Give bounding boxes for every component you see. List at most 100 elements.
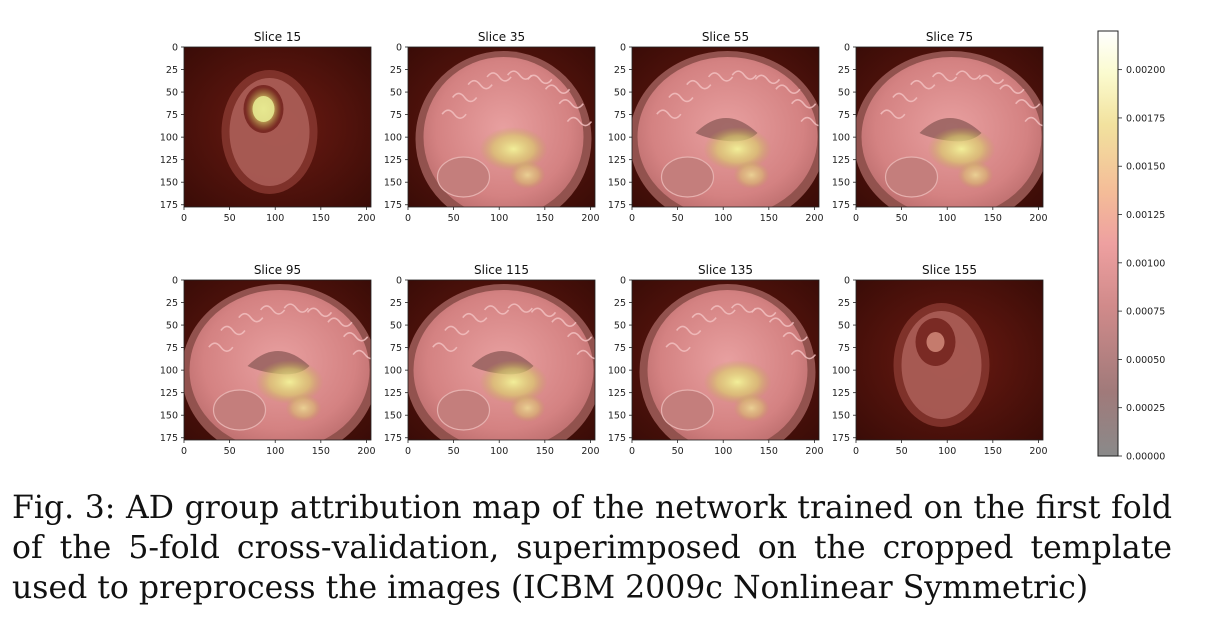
x-tick-label: 0 [853, 446, 859, 457]
y-tick-label: 175 [384, 200, 402, 211]
x-tick-label: 100 [490, 213, 508, 224]
y-tick-label: 0 [620, 276, 626, 287]
x-tick-label: 100 [490, 446, 508, 457]
x-tick-label: 0 [405, 213, 411, 224]
x-tick-label: 0 [181, 446, 187, 457]
x-tick-label: 200 [357, 446, 375, 457]
x-tick-label: 50 [896, 446, 908, 457]
y-tick-label: 50 [390, 88, 402, 99]
x-tick-label: 50 [448, 446, 460, 457]
y-tick-label: 150 [832, 411, 850, 422]
panel-title: Slice 15 [254, 30, 301, 44]
y-tick-label: 150 [384, 411, 402, 422]
y-tick-label: 100 [160, 366, 178, 377]
x-tick-label: 200 [357, 213, 375, 224]
y-tick-label: 0 [620, 43, 626, 54]
x-tick-label: 150 [312, 446, 330, 457]
y-tick-label: 175 [608, 433, 626, 444]
y-tick-label: 125 [608, 155, 626, 166]
x-tick-label: 200 [1029, 446, 1047, 457]
x-tick-label: 0 [181, 213, 187, 224]
colorbar-tick-label: 0.00100 [1126, 258, 1165, 269]
slice-image [184, 280, 371, 440]
x-tick-label: 150 [984, 213, 1002, 224]
y-tick-label: 25 [838, 65, 850, 76]
y-tick-label: 175 [832, 200, 850, 211]
x-tick-label: 100 [938, 446, 956, 457]
y-tick-label: 75 [390, 110, 402, 121]
figure-caption: Fig. 3: AD group attribution map of the … [12, 488, 1172, 608]
y-tick-label: 50 [614, 321, 626, 332]
y-tick-label: 150 [160, 178, 178, 189]
x-tick-label: 150 [536, 213, 554, 224]
y-tick-label: 150 [384, 178, 402, 189]
caption-label: Fig. 3: [12, 490, 116, 526]
x-tick-label: 50 [672, 213, 684, 224]
y-tick-label: 75 [166, 110, 178, 121]
y-tick-label: 150 [832, 178, 850, 189]
x-tick-label: 0 [405, 446, 411, 457]
x-tick-label: 0 [629, 213, 635, 224]
panel-title: Slice 55 [702, 30, 749, 44]
slice-image [408, 280, 595, 440]
x-tick-label: 200 [1029, 213, 1047, 224]
y-tick-label: 125 [384, 155, 402, 166]
colorbar-tick-label: 0.00000 [1126, 452, 1165, 463]
y-tick-label: 150 [608, 411, 626, 422]
x-tick-label: 200 [581, 213, 599, 224]
panel-title: Slice 135 [698, 263, 753, 277]
y-tick-label: 75 [166, 343, 178, 354]
y-tick-label: 50 [838, 321, 850, 332]
slice-image [856, 47, 1043, 207]
x-tick-label: 100 [266, 446, 284, 457]
y-tick-label: 50 [390, 321, 402, 332]
colorbar-tick-label: 0.00175 [1126, 113, 1165, 124]
y-tick-label: 150 [160, 411, 178, 422]
caption-text: AD group attribution map of the network … [12, 490, 1183, 606]
colorbar-tick-label: 0.00050 [1126, 355, 1165, 366]
y-tick-label: 75 [838, 110, 850, 121]
x-tick-label: 150 [760, 446, 778, 457]
x-tick-label: 150 [312, 213, 330, 224]
y-tick-label: 75 [390, 343, 402, 354]
colorbar-tick-label: 0.00150 [1126, 162, 1165, 173]
x-tick-label: 200 [805, 446, 823, 457]
colorbar-tick-label: 0.00025 [1126, 403, 1165, 414]
y-tick-label: 175 [608, 200, 626, 211]
x-tick-label: 50 [896, 213, 908, 224]
colorbar-tick-label: 0.00200 [1126, 65, 1165, 76]
y-tick-label: 50 [166, 88, 178, 99]
y-tick-label: 25 [166, 65, 178, 76]
y-tick-label: 25 [614, 298, 626, 309]
y-tick-label: 100 [160, 133, 178, 144]
x-tick-label: 100 [266, 213, 284, 224]
slice-image [856, 280, 1043, 440]
y-tick-label: 175 [160, 200, 178, 211]
x-tick-label: 150 [984, 446, 1002, 457]
x-tick-label: 100 [938, 213, 956, 224]
slice-image [632, 47, 819, 207]
y-tick-label: 125 [608, 388, 626, 399]
y-tick-label: 50 [838, 88, 850, 99]
panel-title: Slice 95 [254, 263, 301, 277]
slice-image [408, 47, 595, 207]
x-tick-label: 150 [536, 446, 554, 457]
y-tick-label: 100 [832, 366, 850, 377]
y-tick-label: 25 [390, 65, 402, 76]
y-tick-label: 0 [396, 276, 402, 287]
y-tick-label: 25 [614, 65, 626, 76]
y-tick-label: 50 [166, 321, 178, 332]
y-tick-label: 125 [832, 155, 850, 166]
x-tick-label: 0 [629, 446, 635, 457]
colorbar-tick-label: 0.00125 [1126, 210, 1165, 221]
slice-image [632, 280, 819, 440]
y-tick-label: 125 [160, 155, 178, 166]
